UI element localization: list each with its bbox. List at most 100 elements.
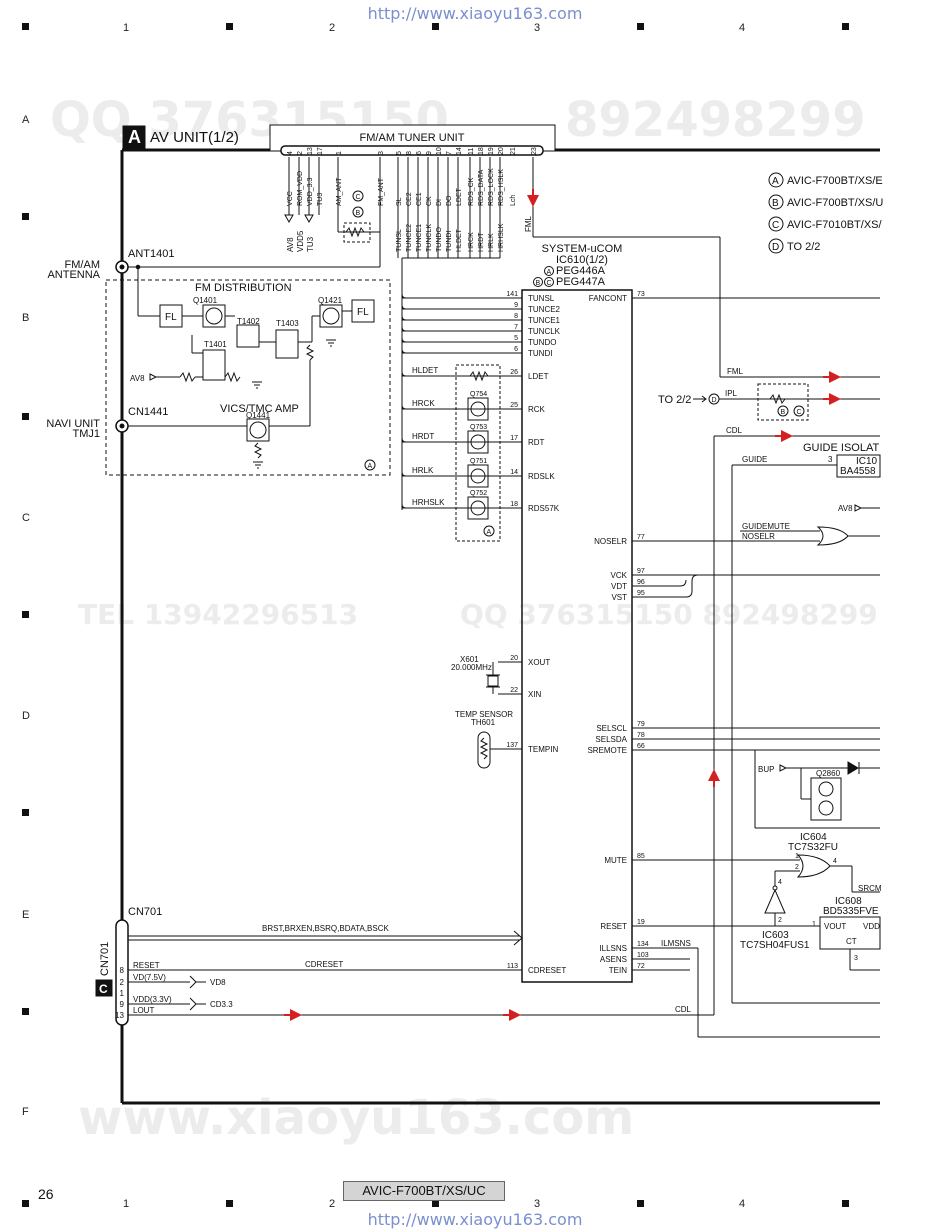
tuner-pin-number: 2: [297, 151, 304, 155]
svg-text:B: B: [536, 280, 541, 287]
svg-text:TC7SH04FUS1: TC7SH04FUS1: [740, 940, 810, 951]
ic-left-pin-name: TUNDO: [528, 338, 556, 347]
column-marker-1-bottom: 1: [123, 1198, 130, 1210]
svg-text:Q1421: Q1421: [318, 296, 343, 305]
watermark: TEL 13942296513: [78, 598, 359, 631]
column-marker-2-bottom: 2: [329, 1198, 336, 1210]
ic-left-pin-number: 137: [506, 742, 518, 749]
tuner-title: FM/AM TUNER UNIT: [360, 132, 465, 144]
legend-text: AVIC-F7010BT/XS/: [787, 219, 882, 231]
row-marker-d: D: [22, 710, 30, 722]
registration-mark: [22, 611, 29, 618]
ic-left-pin-name: RDSLK: [528, 472, 555, 481]
cn701-pin-name: VDD(3.3V): [133, 995, 172, 1004]
registration-mark: [842, 23, 849, 30]
rds-block: A HLDETHRCKHRDTHRLKHRHSLKQ754Q753Q751Q75…: [401, 364, 522, 542]
registration-mark: [842, 1200, 849, 1207]
footer-url[interactable]: http://www.xiaoyu163.com: [367, 1210, 583, 1229]
svg-text:T1401: T1401: [204, 340, 227, 349]
ic-left-pin-name: XIN: [528, 690, 542, 699]
tuner-pin-name: AM_ANT: [336, 177, 343, 206]
tuner-pin-number: 3: [378, 151, 385, 155]
rds-transistor: [467, 496, 489, 520]
ic-right-pin-name: FANCONT: [589, 294, 627, 303]
svg-text:TMJ1: TMJ1: [73, 428, 101, 440]
tuner-bus-label: HRLK: [488, 233, 495, 252]
tuner-pin-number: 13: [307, 147, 314, 155]
svg-text:CN701: CN701: [128, 906, 162, 918]
registration-mark: [637, 1200, 644, 1207]
svg-text:FM/AM: FM/AM: [65, 259, 100, 271]
registration-mark: [226, 1200, 233, 1207]
ant1401-label: ANT1401: [128, 248, 174, 260]
tuner-pin-number: 17: [317, 147, 324, 155]
ic-left-pin-name: TUNCE2: [528, 305, 561, 314]
ic-left-pin-number: 141: [506, 291, 518, 298]
tuner-pin-name: FM_ANT: [378, 177, 385, 206]
svg-text:Q1401: Q1401: [193, 296, 218, 305]
tuner-pin-name: RDS_DATA: [478, 169, 485, 206]
tuner-unit: FM/AM TUNER UNIT 4VCC2ROM_VDD13VDD_3.317…: [269, 124, 556, 206]
svg-text:AV8: AV8: [838, 504, 853, 513]
svg-text:PEG446A: PEG446A: [556, 265, 606, 277]
legend-key-circle: [768, 172, 784, 188]
svg-text:FL: FL: [165, 312, 177, 323]
tuner-bus-label: TUNCE1: [416, 224, 423, 252]
temp-sensor-th601: TEMP SENSOR TH601: [455, 710, 522, 769]
tuner-pin-name: CE1: [416, 192, 423, 206]
ic-right-pin-name: SREMOTE: [587, 746, 627, 755]
svg-text:FL: FL: [357, 307, 369, 318]
svg-text:Q1441: Q1441: [246, 411, 271, 420]
ic-left-pin-name: XOUT: [528, 658, 550, 667]
column-marker-4: 4: [739, 22, 746, 34]
svg-text:VDD5: VDD5: [296, 230, 305, 252]
ic-left-pin-name: TEMPIN: [528, 745, 558, 754]
tuner-pin-name: DI: [436, 199, 443, 206]
tuner-pin-name: CE2: [406, 192, 413, 206]
tuner-pin-name: RDS_LOCK: [488, 168, 495, 206]
cn701-pin-number: 1: [120, 989, 125, 998]
ic-right-pin-number: 72: [637, 963, 645, 970]
vics-amp: CN1441 NAVI UNIT TMJ1 VICS/TMC AMP Q1441: [46, 360, 311, 469]
ic-left-pin-name: TUNSL: [528, 294, 555, 303]
ic-right-pin-number: 66: [637, 743, 645, 750]
svg-text:TC7S32FU: TC7S32FU: [788, 842, 838, 853]
tuner-pin-number: 6: [416, 151, 423, 155]
svg-text:T1402: T1402: [237, 317, 260, 326]
tuner-bus-label: TUNSL: [396, 229, 403, 252]
rds-signal-label: HRDT: [412, 432, 434, 441]
tuner-pin-number: 21: [510, 147, 517, 155]
svg-text:FM DISTRIBUTION: FM DISTRIBUTION: [195, 282, 292, 294]
tuner-pin-number: 7: [446, 151, 453, 155]
svg-text:BA4558: BA4558: [840, 466, 876, 477]
svg-text:2: 2: [795, 864, 799, 871]
section-letter-box: [122, 125, 146, 149]
ic-left-pin-name: RCK: [528, 405, 546, 414]
svg-text:CDL: CDL: [726, 426, 743, 435]
column-marker-2: 2: [329, 22, 336, 34]
svg-text:GUIDEMUTE: GUIDEMUTE: [742, 522, 790, 531]
legend-key: A: [772, 176, 779, 187]
legend-key-circle: [768, 194, 784, 210]
ic-right-pin-name: ILLSNS: [599, 944, 627, 953]
rds-signal-label: HRHSLK: [412, 498, 445, 507]
svg-text:4: 4: [778, 879, 782, 886]
ic-right-pin-number: 19: [637, 919, 645, 926]
rds-transistor: [467, 430, 489, 454]
fml-line: FML FML: [524, 157, 880, 383]
svg-text:FML: FML: [727, 367, 744, 376]
tuner-pin-number: 1: [336, 151, 343, 155]
ic-left-pin-number: 26: [510, 369, 518, 376]
svg-text:TU3: TU3: [306, 236, 315, 252]
rds-signal-label: HLDET: [412, 366, 438, 375]
svg-text:C: C: [547, 280, 552, 287]
tuner-bus-label: TUNDO: [436, 227, 443, 252]
cn701-pin-number: 9: [120, 1000, 125, 1009]
legend-text: AVIC-F700BT/XS/E: [787, 175, 883, 187]
header-url[interactable]: http://www.xiaoyu163.com: [367, 4, 583, 23]
row-marker-a: A: [22, 114, 30, 126]
page-number: 26: [38, 1186, 54, 1202]
tuner-pin-name: LDET: [456, 187, 463, 206]
registration-mark: [22, 1008, 29, 1015]
